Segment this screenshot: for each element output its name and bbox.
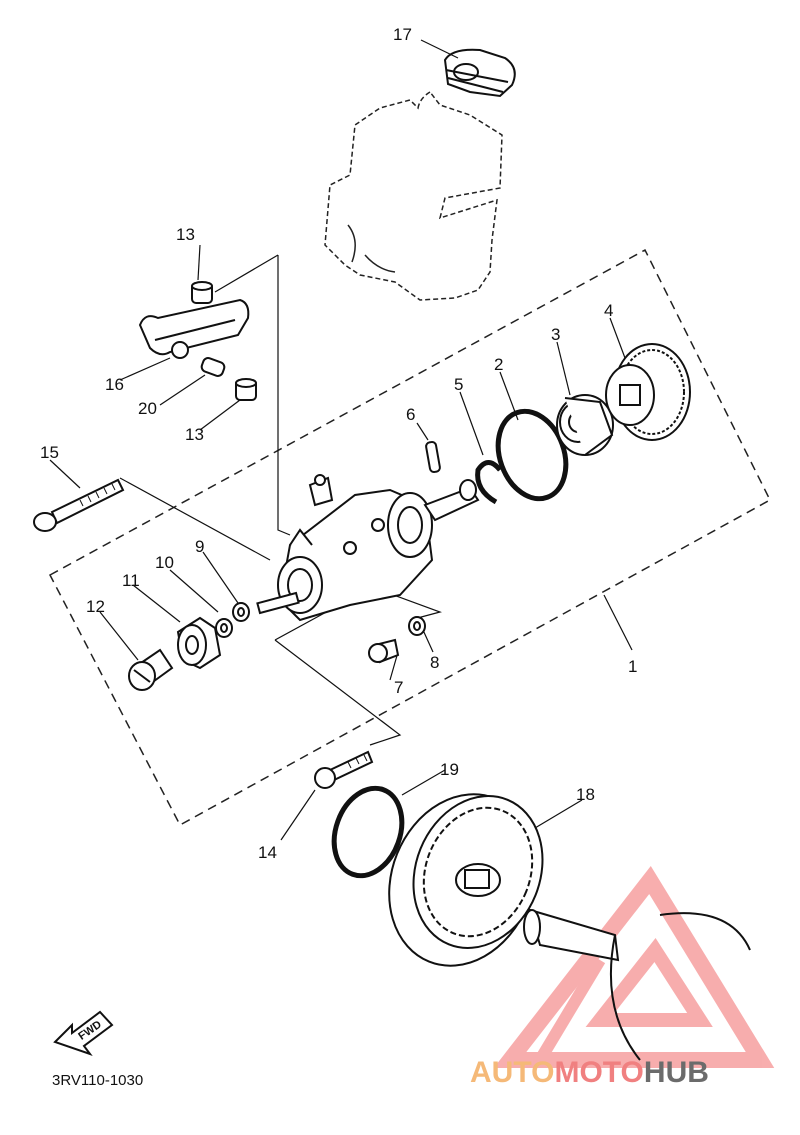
part-5-circlip	[475, 460, 502, 505]
callout-6: 6	[406, 405, 415, 424]
callout-16: 16	[105, 375, 124, 394]
crankshaft-fragment	[523, 908, 751, 1061]
assembly-boundary	[48, 248, 771, 827]
part-13-collar-top	[191, 281, 213, 304]
callout-20: 20	[138, 399, 157, 418]
part-13-collar-bottom	[235, 378, 257, 401]
callout-4: 4	[604, 301, 613, 320]
part-3-bearing	[556, 394, 614, 456]
callout-19: 19	[440, 760, 459, 779]
callout-13-top: 13	[176, 225, 195, 244]
part-2-oring	[495, 408, 569, 502]
callout-12: 12	[86, 597, 105, 616]
part-9-washer	[232, 602, 250, 622]
callout-labels: 1 2 3 4 5 6 7 8 9 10 11 12 13 13 14 15 1…	[40, 25, 637, 862]
part-7-bolt	[368, 638, 400, 664]
part-20-pin	[200, 357, 226, 377]
part-8-washer	[408, 616, 426, 636]
part-15-bolt	[33, 478, 125, 532]
watermark-part-auto: AUTO	[470, 1056, 554, 1089]
watermark-logo-text: AUTOMOTOHUB	[470, 1056, 709, 1089]
callout-2: 2	[494, 355, 503, 374]
part-code-label: 3RV110-1030	[52, 1072, 143, 1089]
callout-14: 14	[258, 843, 277, 862]
callout-8: 8	[430, 653, 439, 672]
part-18-cover	[388, 793, 544, 967]
fwd-arrow: FWD	[53, 1010, 114, 1056]
watermark-logo-triangle	[493, 865, 775, 1068]
part-19-oring	[331, 785, 405, 879]
part-6-pin	[425, 440, 441, 474]
svg-text:AUTOMOTOHUB: AUTOMOTOHUB	[470, 1056, 709, 1089]
engine-outline	[324, 91, 503, 301]
callout-9: 9	[195, 537, 204, 556]
part-16-oil-pipe	[138, 298, 250, 359]
part-14-bolt	[314, 750, 374, 789]
watermark-part-moto: MOTO	[554, 1056, 643, 1089]
callout-18: 18	[576, 785, 595, 804]
callout-5: 5	[454, 375, 463, 394]
callout-3: 3	[551, 325, 560, 344]
callout-11: 11	[122, 571, 140, 590]
callout-15: 15	[40, 443, 59, 462]
callout-13-bottom: 13	[185, 425, 204, 444]
part-10-washer	[215, 618, 233, 638]
callout-10: 10	[155, 553, 174, 572]
callout-1: 1	[628, 657, 637, 676]
leader-lines	[49, 244, 633, 841]
callout-7: 7	[394, 678, 403, 697]
part-17-cap	[443, 48, 516, 98]
watermark-part-hub: HUB	[644, 1056, 709, 1089]
callout-17: 17	[393, 25, 412, 44]
part-12-drain-bolt	[128, 648, 174, 691]
water-pump-body	[256, 474, 480, 622]
part-11-nut	[176, 616, 222, 670]
part-4-gear	[605, 343, 691, 441]
